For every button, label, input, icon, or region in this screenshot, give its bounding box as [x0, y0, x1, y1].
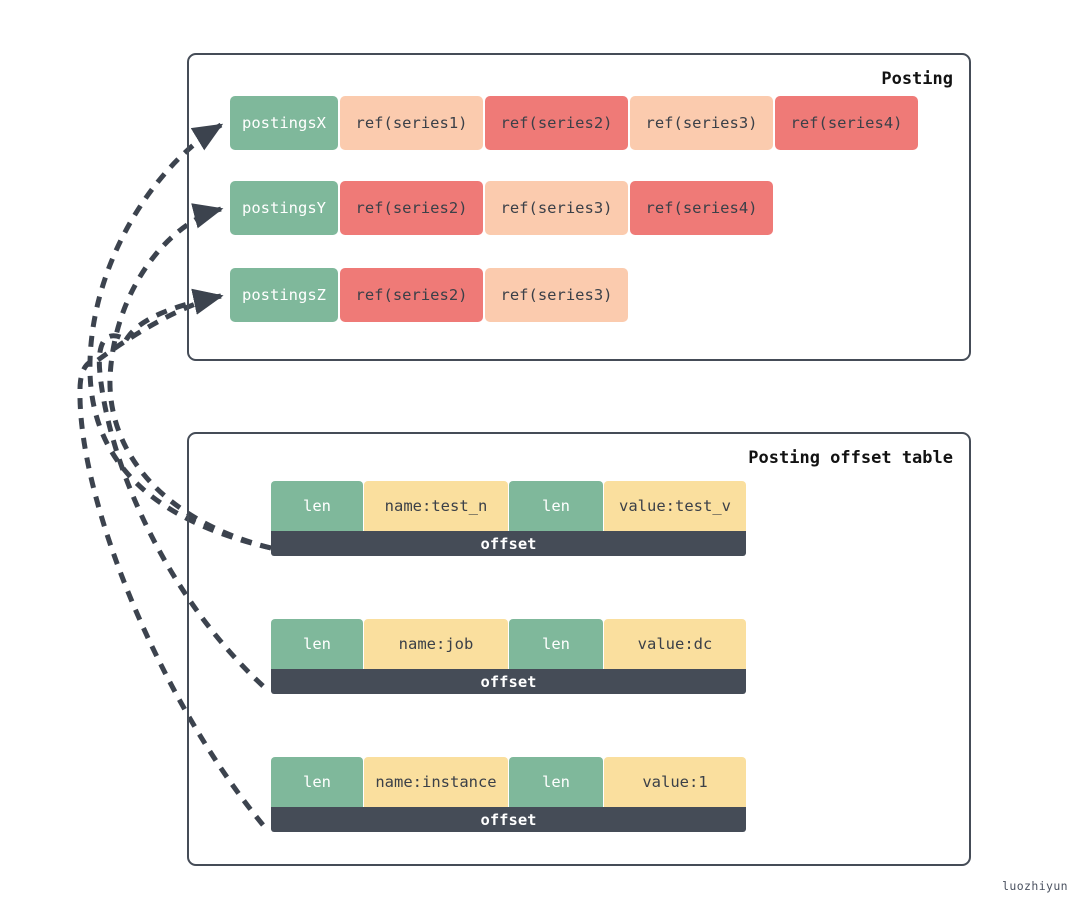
posting-cell-name[interactable]: postingsZ [230, 268, 338, 322]
posting-cell-name[interactable]: postingsY [230, 181, 338, 235]
offset-bar[interactable]: offset [271, 531, 746, 556]
offset-cell-len[interactable]: len [271, 481, 363, 531]
posting-cell-name[interactable]: postingsX [230, 96, 338, 150]
posting-cell-ref[interactable]: ref(series2) [485, 96, 628, 150]
offset-row-cells: len name:instance len value:1 [271, 757, 746, 807]
offset-row-job: len name:job len value:dc offset [271, 619, 746, 694]
posting-cell-ref[interactable]: ref(series4) [630, 181, 773, 235]
offset-cell-name[interactable]: name:job [364, 619, 508, 669]
posting-row-postingsY: postingsY ref(series2) ref(series3) ref(… [230, 181, 773, 235]
offset-bar[interactable]: offset [271, 669, 746, 694]
offset-cell-len[interactable]: len [509, 619, 603, 669]
offset-row-test_n: len name:test_n len value:test_v offset [271, 481, 746, 556]
offset-cell-len[interactable]: len [509, 757, 603, 807]
posting-cell-ref[interactable]: ref(series2) [340, 268, 483, 322]
offset-cell-name[interactable]: name:test_n [364, 481, 508, 531]
watermark: luozhiyun [1002, 879, 1068, 893]
posting-group-title: Posting [881, 69, 953, 89]
offset-group-box: Posting offset table [187, 432, 971, 866]
offset-cell-value[interactable]: value:dc [604, 619, 746, 669]
offset-cell-value[interactable]: value:test_v [604, 481, 746, 531]
posting-cell-ref[interactable]: ref(series1) [340, 96, 483, 150]
posting-cell-ref[interactable]: ref(series3) [630, 96, 773, 150]
posting-group-box: Posting [187, 53, 971, 361]
offset-cell-name[interactable]: name:instance [364, 757, 508, 807]
offset-bar[interactable]: offset [271, 807, 746, 832]
offset-cell-len[interactable]: len [271, 757, 363, 807]
posting-cell-ref[interactable]: ref(series4) [775, 96, 918, 150]
offset-row-instance: len name:instance len value:1 offset [271, 757, 746, 832]
offset-row-cells: len name:job len value:dc [271, 619, 746, 669]
offset-group-title: Posting offset table [748, 448, 953, 468]
offset-cell-len[interactable]: len [509, 481, 603, 531]
offset-cell-len[interactable]: len [271, 619, 363, 669]
posting-row-postingsZ: postingsZ ref(series2) ref(series3) [230, 268, 628, 322]
posting-row-postingsX: postingsX ref(series1) ref(series2) ref(… [230, 96, 918, 150]
posting-cell-ref[interactable]: ref(series2) [340, 181, 483, 235]
posting-cell-ref[interactable]: ref(series3) [485, 268, 628, 322]
offset-row-cells: len name:test_n len value:test_v [271, 481, 746, 531]
offset-cell-value[interactable]: value:1 [604, 757, 746, 807]
posting-cell-ref[interactable]: ref(series3) [485, 181, 628, 235]
